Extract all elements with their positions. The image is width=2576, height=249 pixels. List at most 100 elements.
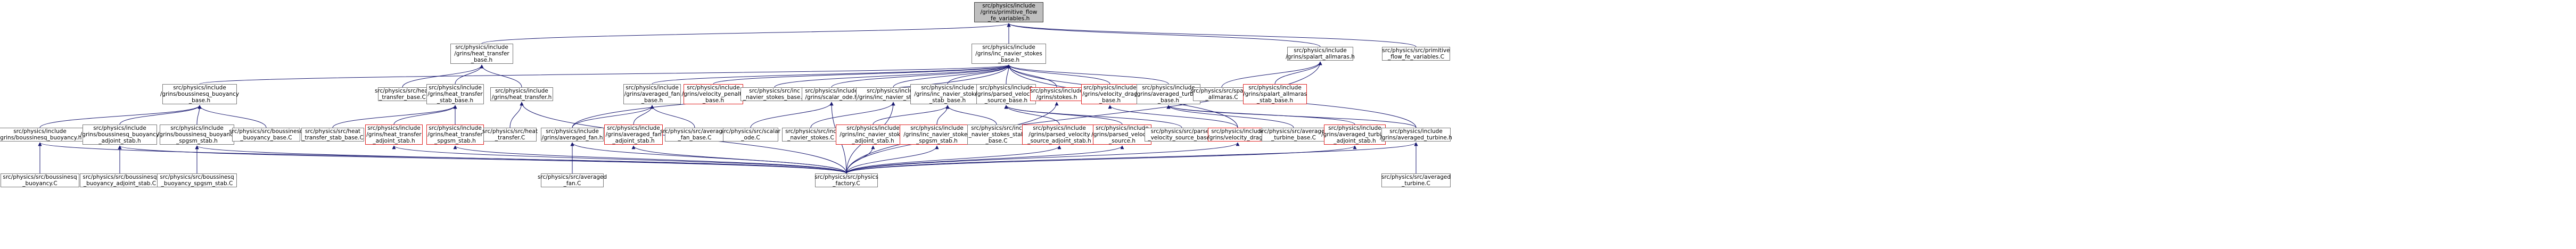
node-label-line: /grins/velocity_drag <box>1082 91 1138 97</box>
edge-inc-navier-stokes-spgsm-stab-to-inc-navier-stokes-stab-base <box>936 105 950 125</box>
node-label-line: src/physics/include <box>1211 128 1264 135</box>
node-label-line: /grins/primitive_flow <box>980 9 1038 15</box>
edge-heat-transfer-to-heat-transfer-base <box>480 64 522 88</box>
node-primitive-flow-fe-variables-C[interactable]: src/physics/src/primitive_flow_fe_variab… <box>1382 47 1450 61</box>
node-velocity-drag-base[interactable]: src/physics/include/grins/velocity_drag_… <box>1081 84 1139 104</box>
node-label-line: _ode.C <box>741 135 760 141</box>
node-label-line: _transfer_base.C <box>379 94 426 101</box>
node-label-line: _adjoint_stab.h <box>612 138 655 144</box>
node-label-line: src/physics/src/parsed <box>1150 128 1213 135</box>
node-label-line: /grins/spalart_allmaras <box>1243 91 1307 97</box>
node-label-line: src/physics/include <box>1083 85 1137 91</box>
node-label-line: src/physics/include <box>429 125 482 131</box>
node-label-line: _source_base.h <box>984 97 1028 104</box>
node-label-line: _base.h <box>188 97 211 104</box>
node-parsed-velocity-source-base-C[interactable]: src/physics/src/parsed_velocity_source_b… <box>1145 128 1219 142</box>
node-label-line: src/physics/include <box>1294 47 1347 54</box>
node-heat-transfer-C[interactable]: src/physics/src/heat_transfer.C <box>482 128 538 142</box>
node-heat-transfer-stab-base[interactable]: src/physics/include/grins/heat_transfer_… <box>426 84 484 104</box>
node-scalar-ode-C[interactable]: src/physics/src/scalar_ode.C <box>721 128 780 142</box>
node-inc-navier-stokes-stab-base-C[interactable]: src/physics/src/inc_navier_stokes_stab_b… <box>967 124 1026 145</box>
node-label-line: _fe_variables.h <box>987 15 1030 22</box>
node-label-line: /grins/heat_transfer <box>366 131 422 138</box>
node-averaged-fan-adjoint-stab[interactable]: src/physics/include/grins/averaged_fan_a… <box>604 124 663 145</box>
edge-physics-factory-to-inc-navier-stokes-adjoint-stab <box>846 145 875 174</box>
node-averaged-turbine[interactable]: src/physics/include/grins/averaged_turbi… <box>1380 128 1452 142</box>
node-averaged-turbine-C[interactable]: src/physics/src/averaged_turbine.C <box>1381 173 1451 187</box>
node-label-line: src/physics/include <box>846 125 900 131</box>
edge-velocity-penalty-base-to-inc-navier-stokes-base <box>713 64 1011 85</box>
node-inc-navier-stokes-adjoint-stab[interactable]: src/physics/include/grins/inc_navier_sto… <box>836 124 910 145</box>
node-averaged-turbine-adjoint-stab[interactable]: src/physics/include/grins/averaged_turbi… <box>1321 124 1388 145</box>
node-label-line: _adjoint_stab.h <box>1334 138 1376 144</box>
node-label-line: _base.h <box>702 97 725 104</box>
node-boussinesq-buoyancy-base-C[interactable]: src/physics/src/boussinesq_buoyancy_base… <box>229 128 303 142</box>
node-boussinesq-buoyancy-spgsm-stab[interactable]: src/physics/include/grins/boussinesq_buo… <box>158 124 236 145</box>
node-velocity-penalty-base[interactable]: src/physics/include/grins/velocity_penal… <box>681 84 745 104</box>
node-spalart-allmaras-C[interactable]: src/physics/src/spalart_allmaras.C <box>1191 87 1253 101</box>
node-label-line: _adjoint_stab.h <box>373 138 415 144</box>
node-label-line: /grins/averaged_fan <box>605 131 662 138</box>
node-boussinesq-buoyancy[interactable]: src/physics/include/grins/boussinesq_buo… <box>0 128 84 142</box>
node-boussinesq-buoyancy-spgsm-stab-C[interactable]: src/physics/src/boussinesq_buoyancy_spgs… <box>157 173 237 187</box>
edge-inc-navier-stokes-stab-base-to-inc-navier-stokes-base <box>947 64 1011 85</box>
node-heat-transfer-adjoint-stab[interactable]: src/physics/include/grins/heat_transfer_… <box>365 124 423 145</box>
node-label-line: src/physics/include <box>1030 88 1083 94</box>
node-label-line: _source.h <box>1108 138 1136 144</box>
node-label-line: _buoyancy_adjoint_stab.C <box>83 180 157 187</box>
node-spalart-allmaras[interactable]: src/physics/include/grins/spalart_allmar… <box>1286 47 1355 61</box>
node-inc-navier-stokes-base-C[interactable]: src/physics/src/inc_navier_stokes_base.C <box>740 87 809 101</box>
node-heat-transfer-base-C[interactable]: src/physics/src/heat_transfer_base.C <box>375 87 430 101</box>
node-boussinesq-buoyancy-C[interactable]: src/physics/src/boussinesq_buoyancy.C <box>1 173 79 187</box>
node-heat-transfer-stab-base-C[interactable]: src/physics/src/heat_transfer_stab_base.… <box>301 128 364 142</box>
node-heat-transfer[interactable]: src/physics/include/grins/heat_transfer.… <box>490 87 553 101</box>
node-averaged-fan-base-C[interactable]: src/physics/src/averaged_fan_base.C <box>660 128 729 142</box>
node-label-line: /grins/parsed_velocity <box>1091 131 1153 138</box>
node-label-line: src/physics/include <box>13 128 67 135</box>
node-stokes[interactable]: src/physics/include/grins/stokes.h <box>1030 87 1083 101</box>
node-boussinesq-buoyancy-base[interactable]: src/physics/include/grins/boussinesq_buo… <box>160 84 239 104</box>
edge-boussinesq-buoyancy-spgsm-stab-to-boussinesq-buoyancy-base <box>196 105 202 125</box>
node-label-line: /grins/spalart_allmaras.h <box>1286 54 1355 60</box>
node-averaged-fan[interactable]: src/physics/include/grins/averaged_fan.h <box>541 128 604 142</box>
edge-physics-factory-to-boussinesq-buoyancy-spgsm-stab <box>195 145 847 174</box>
node-averaged-fan-base[interactable]: src/physics/include/grins/averaged_fan_b… <box>623 84 681 104</box>
edge-averaged-fan-to-averaged-fan-base <box>572 105 654 128</box>
node-averaged-turbine-base[interactable]: src/physics/include/grins/averaged_turbi… <box>1135 84 1202 104</box>
node-label-line: _stab_base.h <box>437 97 474 104</box>
node-label-line: /grins/averaged_turbine.h <box>1380 135 1452 141</box>
node-label-line: /grins/velocity_penalty <box>681 91 745 97</box>
node-scalar-ode[interactable]: src/physics/include/grins/scalar_ode.h <box>802 87 861 101</box>
node-spalart-allmaras-stab-base[interactable]: src/physics/include/grins/spalart_allmar… <box>1243 84 1307 104</box>
node-inc-navier-stokes-C[interactable]: src/physics/src/inc_navier_stokes.C <box>782 128 840 142</box>
node-label-line: src/physics/src/averaged <box>537 174 607 180</box>
node-label-line: _buoyancy_spgsm_stab.C <box>161 180 233 187</box>
node-averaged-turbine-base-C[interactable]: src/physics/src/averaged_turbine_base.C <box>1259 128 1328 142</box>
node-heat-transfer-spgsm-stab[interactable]: src/physics/include/grins/heat_transfer_… <box>426 124 484 145</box>
node-averaged-fan-C[interactable]: src/physics/src/averaged_fan.C <box>537 173 607 187</box>
node-boussinesq-buoyancy-adjoint-stab[interactable]: src/physics/include/grins/boussinesq_buo… <box>80 124 159 145</box>
node-label-line: src/physics/include <box>1142 85 1195 91</box>
node-label-line: src/physics/include <box>982 3 1035 9</box>
node-label-line: src/physics/src/boussinesq <box>83 174 157 180</box>
node-label-line: /grins/averaged_fan.h <box>541 135 603 141</box>
node-parsed-velocity-source[interactable]: src/physics/include/grins/parsed_velocit… <box>1091 124 1153 145</box>
node-label-line: src/physics/src/inc <box>785 128 836 135</box>
node-parsed-velocity-source-adjoint-stab[interactable]: src/physics/include/grins/parsed_velocit… <box>1022 124 1097 145</box>
node-physics-factory[interactable]: src/physics/src/physics_factory.C <box>814 173 878 187</box>
node-label-line: src/physics/include <box>687 85 740 91</box>
node-label-line: _adjoint_stab.h <box>852 138 894 144</box>
node-inc-navier-stokes-stab-base[interactable]: src/physics/include/grins/inc_navier_sto… <box>910 84 985 104</box>
node-inc-navier-stokes-spgsm-stab[interactable]: src/physics/include/grins/inc_navier_sto… <box>900 124 974 145</box>
node-inc-navier-stokes-base[interactable]: src/physics/include/grins/inc_navier_sto… <box>972 44 1046 64</box>
node-heat-transfer-base[interactable]: src/physics/include/grins/heat_transfer_… <box>450 44 513 64</box>
node-velocity-drag[interactable]: src/physics/include/grins/velocity_drag.… <box>1207 128 1268 142</box>
node-label-line: _factory.C <box>833 180 860 187</box>
node-label-line: _navier_stokes_stab <box>968 131 1025 138</box>
node-boussinesq-buoyancy-adjoint-stab-C[interactable]: src/physics/src/boussinesq_buoyancy_adjo… <box>80 173 160 187</box>
node-label-line: src/physics/src/averaged <box>1381 174 1451 180</box>
edge-physics-factory-to-averaged-fan-adjoint-stab <box>631 145 847 174</box>
node-parsed-velocity-source-base[interactable]: src/physics/include/grins/parsed_velocit… <box>975 84 1037 104</box>
edge-inc-navier-stokes-C-to-inc-navier-stokes <box>810 102 895 128</box>
node-label-line: /grins/heat_transfer.h <box>491 94 552 101</box>
